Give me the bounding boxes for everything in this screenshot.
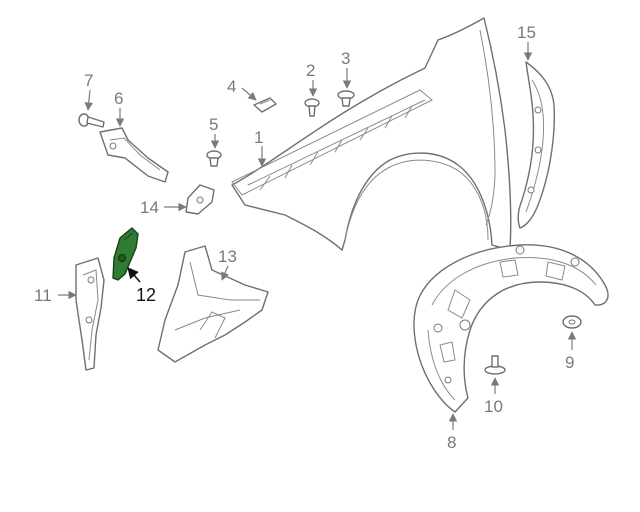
wheel-liner-part-8 bbox=[413, 244, 609, 413]
leader-lines bbox=[58, 42, 577, 430]
callout-4: 4 bbox=[227, 77, 236, 96]
callout-7: 7 bbox=[84, 71, 93, 90]
bracket-part-12-highlighted bbox=[112, 227, 139, 281]
callout-labels: 1 2 3 4 5 6 7 8 9 10 11 12 13 14 15 bbox=[34, 23, 574, 452]
bracket-part-11 bbox=[75, 257, 105, 371]
fender-part-1 bbox=[231, 17, 512, 251]
callout-11: 11 bbox=[34, 286, 52, 305]
fastener-part-7 bbox=[78, 113, 105, 128]
bracket-part-14 bbox=[185, 184, 215, 215]
fastener-part-9 bbox=[562, 315, 582, 329]
callout-8: 8 bbox=[447, 433, 456, 452]
bracket-part-6 bbox=[99, 127, 169, 183]
shield-part-13 bbox=[157, 245, 269, 363]
callout-9: 9 bbox=[565, 353, 574, 372]
clip-part-4 bbox=[253, 97, 277, 113]
fastener-part-2 bbox=[304, 98, 320, 117]
fastener-part-10 bbox=[484, 355, 506, 375]
callout-1: 1 bbox=[254, 128, 263, 147]
fastener-part-5 bbox=[206, 150, 222, 167]
fastener-part-3 bbox=[337, 90, 355, 107]
callout-12: 12 bbox=[136, 285, 156, 305]
callout-10: 10 bbox=[484, 397, 503, 416]
callout-6: 6 bbox=[114, 89, 123, 108]
callout-2: 2 bbox=[306, 61, 315, 80]
callout-13: 13 bbox=[218, 247, 237, 266]
callout-3: 3 bbox=[341, 49, 350, 68]
callout-5: 5 bbox=[209, 115, 218, 134]
pillar-trim-part-15 bbox=[517, 61, 556, 229]
callout-15: 15 bbox=[517, 23, 536, 42]
callout-14: 14 bbox=[140, 198, 159, 217]
